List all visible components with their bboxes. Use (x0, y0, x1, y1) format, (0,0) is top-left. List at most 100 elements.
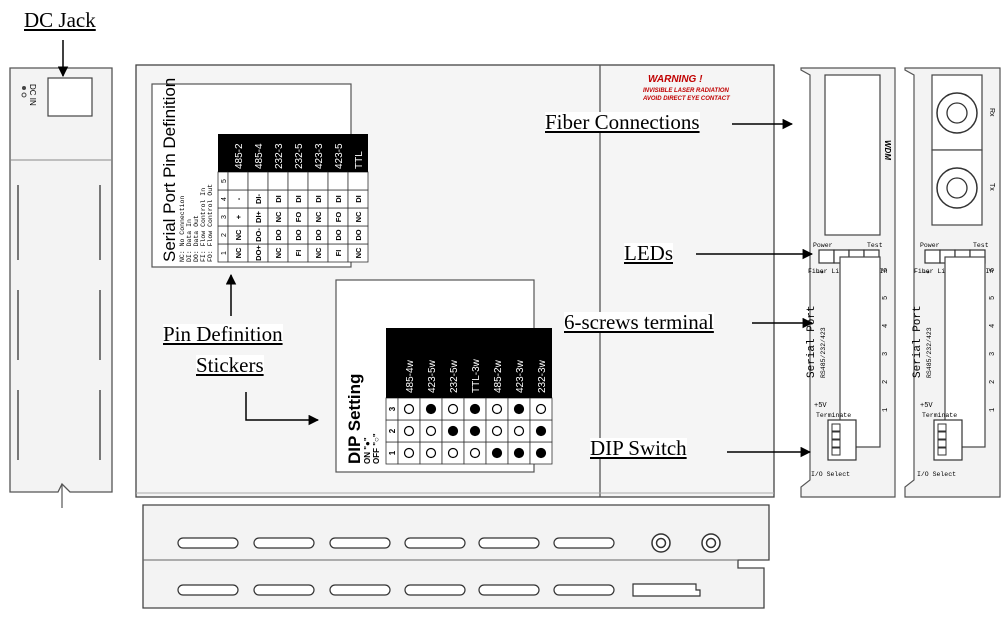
dip-on-dot (535, 447, 547, 459)
duplex-terminate-label: Terminate (922, 412, 957, 419)
wdm-io-select-label: I/O Select (811, 471, 850, 478)
terminal-number: 3 (989, 352, 997, 356)
pin-cell: DO (314, 229, 323, 240)
duplex-terminal-block (944, 256, 986, 448)
dip-off-dot (403, 403, 415, 415)
pin-header-2: 2 (221, 233, 228, 237)
pin-cell: DO+ (254, 245, 263, 261)
dc-polarity-icon (22, 86, 26, 90)
pin-cell: DI- (254, 194, 263, 205)
dip-off-dot (425, 447, 437, 459)
duplex-plus5v-label: +5V (920, 402, 933, 410)
leds-callout: LEDs (624, 241, 673, 265)
terminal-number: 4 (882, 324, 890, 328)
dip-mode-label: TTL-3w (471, 358, 482, 393)
pin-definition-callout-line1: Pin Definition (163, 322, 283, 346)
dip-on-dot (513, 403, 525, 415)
pin-cell: NC (234, 229, 243, 240)
terminal-number: 2 (882, 380, 890, 384)
dip-on-dot (513, 447, 525, 459)
bracket-slot (553, 537, 615, 549)
pin-cell: DI (314, 195, 323, 203)
pin-cell: DO (334, 229, 343, 240)
dip-on-dot (469, 403, 481, 415)
pin-cell: DO (274, 229, 283, 240)
dip-off-dot (491, 403, 503, 415)
duplex-serial-port-sub: RS485/232/423 (926, 327, 933, 378)
bracket-clip (632, 583, 701, 597)
duplex-test-label: Test (973, 242, 989, 249)
terminal-number: 3 (882, 352, 890, 356)
pin-definition-callout-line2: Stickers (196, 353, 264, 377)
dip-sticker-title: DIP Setting (345, 374, 364, 464)
side-view-panel: DC IN (9, 67, 113, 508)
wdm-terminal-arrow-icon: → (814, 263, 826, 277)
pin-header-3: 3 (221, 215, 228, 219)
dip-off-dot (403, 425, 415, 437)
pin-cell: NC (274, 211, 283, 222)
warning-line-1: INVISIBLE LASER RADIATION (643, 88, 730, 94)
wdm-plus5v-label: +5V (814, 402, 827, 410)
terminal-number: 5 (989, 296, 997, 300)
laser-warning-label: WARNING ! INVISIBLE LASER RADIATION AVOI… (642, 74, 731, 102)
pin-cell: FO (334, 212, 343, 223)
terminal-number: 5 (882, 296, 890, 300)
pin-cell: DI+ (254, 210, 263, 223)
pin-mode-label: 485-4 (254, 143, 265, 169)
pin-mode-label: 423-5 (334, 143, 345, 169)
pin-cell: NC (354, 247, 363, 258)
wdm-fiber-link-label: Fiber Link (808, 268, 847, 275)
bracket-slot (253, 537, 315, 549)
dip-mode-label: 485-2w (493, 359, 504, 393)
pin-mode-label: TTL (354, 151, 365, 169)
duplex-io-select-label: I/O Select (917, 471, 956, 478)
bracket-slot (329, 584, 391, 596)
dip-off-dot (535, 403, 547, 415)
dip-mode-label: 485-4w (405, 359, 416, 393)
pin-mode-label: 232-3 (274, 143, 285, 169)
pin-legend-0: NC: No Connection (179, 196, 186, 262)
dip-on-dot (469, 425, 481, 437)
fiber-connections-callout: Fiber Connections (545, 110, 700, 134)
pin-cell: FO (294, 212, 303, 223)
dip-on-dot (491, 447, 503, 459)
terminal-number: 2 (989, 380, 997, 384)
pin-cell: - (234, 197, 243, 200)
dip-mode-label: 232-5w (449, 359, 460, 393)
terminal-number: 1 (882, 408, 890, 412)
wdm-terminate-label: Terminate (816, 412, 851, 419)
pin-cell: DO- (254, 228, 263, 242)
wdm-serial-port-sub: RS485/232/423 (820, 327, 827, 378)
dip-mode-label: 232-3w (537, 359, 548, 393)
bracket-slot (553, 584, 615, 596)
dip-off-dot (491, 425, 503, 437)
bracket-slot (329, 537, 391, 549)
dc-jack-callout: DC Jack (24, 8, 96, 32)
dip-off-label: OFF "○" (372, 433, 381, 464)
rx-label: Rx (988, 108, 995, 117)
pin-definition-table: 12345NCNC+-485-2DO+DO-DI+DI-485-4NCDONCD… (217, 134, 369, 263)
dip-on-dot (425, 403, 437, 415)
dip-off-dot (447, 447, 459, 459)
din-rail-bracket (142, 504, 770, 609)
wdm-terminal-block (839, 256, 881, 448)
pin-cell: FI (294, 250, 303, 257)
pin-header-4: 4 (221, 197, 228, 201)
pin-legend-4: FO: Flow Control Out (207, 184, 214, 262)
pin-cell: DO (294, 229, 303, 240)
dc-jack-socket (47, 77, 93, 117)
pin-mode-label: 232-5 (294, 143, 305, 169)
dip-mode-label: 423-3w (515, 359, 526, 393)
warning-title: WARNING ! (648, 74, 703, 85)
pin-cell: NC (314, 247, 323, 258)
dip-on-label: ON "●" (363, 437, 372, 464)
warning-line-2: AVOID DIRECT EYE CONTACT (642, 96, 731, 102)
duplex-serial-port-label: Serial Port (912, 305, 924, 378)
dip-sticker-arrow (245, 392, 320, 426)
bracket-slot (404, 537, 466, 549)
dip-off-dot (403, 447, 415, 459)
pin-legend-2: DO: Data Out (193, 215, 200, 262)
pin-cell: + (234, 214, 243, 219)
